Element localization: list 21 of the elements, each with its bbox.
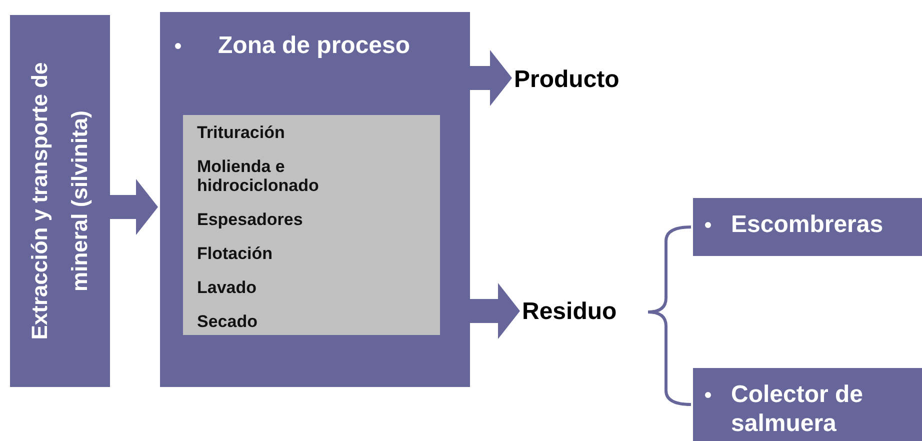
output-label: Producto xyxy=(514,62,644,98)
block-arrow xyxy=(470,283,520,339)
step-label: Espesadores xyxy=(197,210,304,229)
destination-box xyxy=(693,368,922,441)
step-label: Lavado xyxy=(197,278,258,297)
block-arrow xyxy=(470,50,512,106)
step-list-panel xyxy=(183,115,440,335)
output-label: Residuo xyxy=(522,294,644,330)
box-label: Colector de salmuera xyxy=(731,380,864,438)
step-label: Secado xyxy=(197,312,258,331)
destination-box xyxy=(693,198,922,256)
process-zone-box xyxy=(160,12,470,387)
process-box xyxy=(10,15,110,387)
block-arrow xyxy=(110,179,158,235)
step-label: Trituración xyxy=(197,123,286,142)
step-label: Molienda e hidrociclonado xyxy=(197,157,320,195)
box-label: Extracción y transporte de mineral (silvinita) xyxy=(26,61,93,342)
brace-line xyxy=(648,310,692,406)
box-label: Escombreras xyxy=(731,210,884,239)
box-title: Zona de proceso xyxy=(218,32,410,60)
step-label: Flotación xyxy=(197,244,274,263)
